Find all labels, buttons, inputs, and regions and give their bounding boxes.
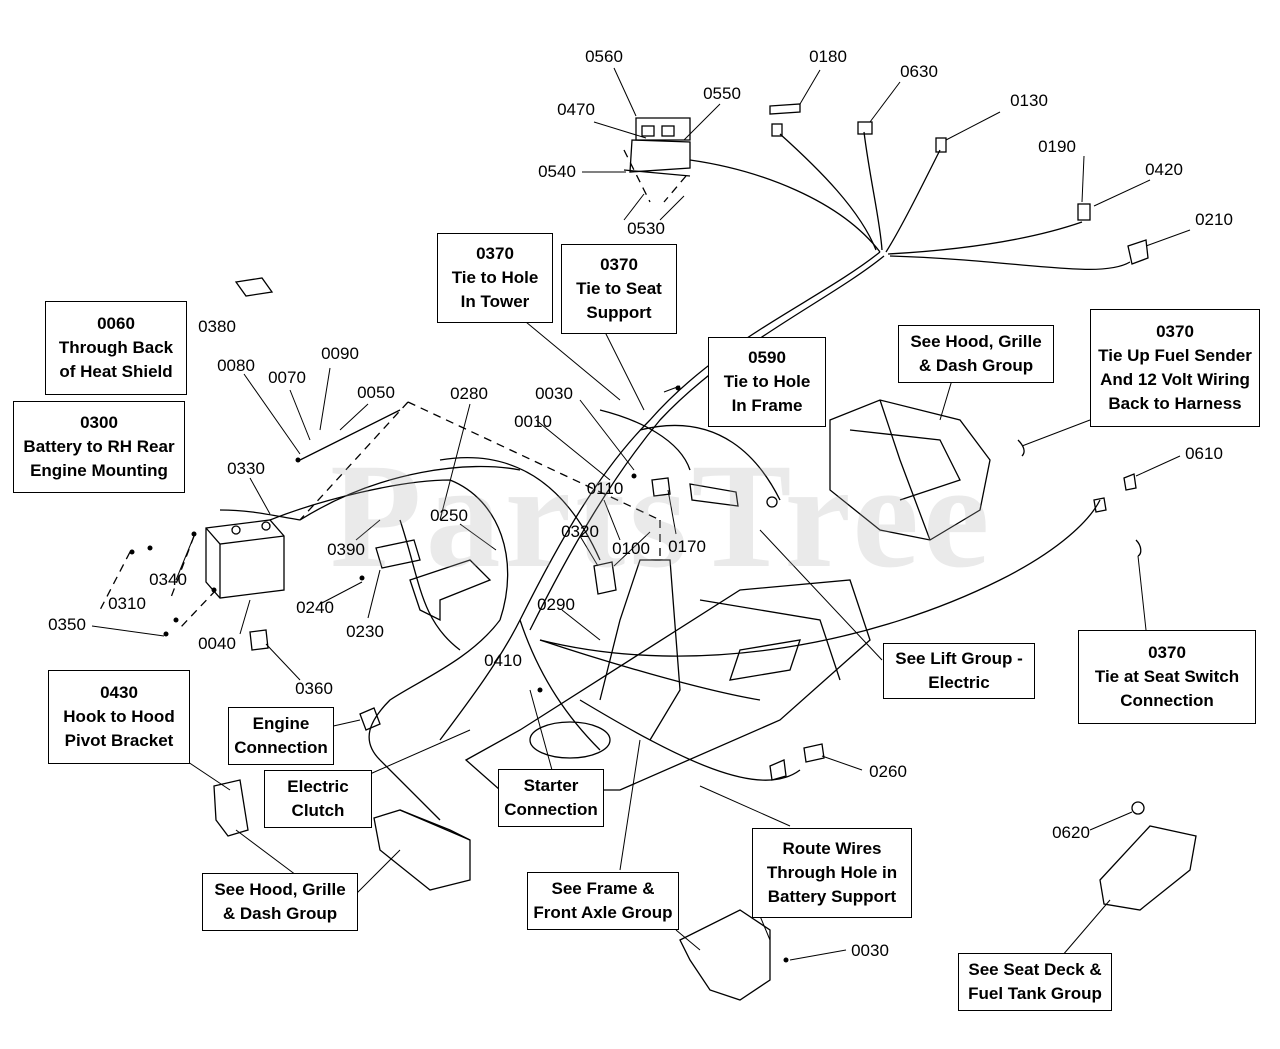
part-0170 — [651, 477, 671, 497]
part-number: 0110 — [586, 479, 624, 498]
part-number: 0630 — [900, 62, 938, 81]
part-0360 — [249, 629, 269, 651]
part-number: 0080 — [217, 356, 255, 375]
seat-deck — [1099, 825, 1197, 911]
part-number: 0070 — [268, 368, 306, 387]
connector-0180 — [771, 123, 783, 137]
fuel-cap — [1131, 801, 1145, 815]
guide-lines — [99, 149, 687, 629]
ref-route-wires: Route Wires Through Hole in Battery Supp… — [752, 828, 912, 918]
callout-battery-mount: 0300 Battery to RH Rear Engine Mounting — [13, 401, 185, 493]
part-number: 0050 — [357, 383, 395, 402]
part-number: 0540 — [538, 162, 576, 181]
part-number: 0350 — [48, 615, 86, 634]
main-harness — [219, 131, 1131, 821]
engine-plug — [359, 707, 381, 731]
part-number: 0410 — [484, 651, 522, 670]
ref-starter-connection: Starter Connection — [498, 769, 604, 827]
callout-tie-seat: 0370 Tie to Seat Support — [561, 244, 677, 334]
key-part — [769, 103, 801, 115]
part-number: 0280 — [450, 384, 488, 403]
battery-support — [679, 909, 771, 1001]
part-0380 — [234, 277, 274, 297]
part-number: 0290 — [537, 595, 575, 614]
part-number: 0550 — [703, 84, 741, 103]
part-number: 0610 — [1185, 444, 1223, 463]
part-number: 0470 — [557, 100, 595, 119]
part-number: 0330 — [227, 459, 265, 478]
part-0210 — [1127, 239, 1149, 265]
ref-hood-grille-top: See Hood, Grille & Dash Group — [898, 325, 1054, 383]
part-number: 0360 — [295, 679, 333, 698]
seat-switch-conn — [1093, 497, 1107, 513]
part-number: 0380 — [198, 317, 236, 336]
switch-0130 — [935, 137, 947, 153]
leader-lines — [91, 67, 1191, 961]
part-number: 0230 — [346, 622, 384, 641]
part-0260 — [803, 743, 825, 763]
callout-tie-frame: 0590 Tie to Hole In Frame — [708, 337, 826, 427]
part-number: 0240 — [296, 598, 334, 617]
callout-fuel-sender: 0370 Tie Up Fuel Sender And 12 Volt Wiri… — [1090, 309, 1260, 427]
part-number: 0340 — [149, 570, 187, 589]
hood-pivot-bracket — [213, 779, 249, 837]
dash-panel-upper — [829, 399, 991, 541]
part-number: 0090 — [321, 344, 359, 363]
part-number: 0320 — [561, 522, 599, 541]
part-number: 0100 — [612, 539, 650, 558]
tie-strap-seat — [1135, 539, 1142, 557]
lift-motor — [689, 483, 739, 507]
callout-tie-tower: 0370 Tie to Hole In Tower — [437, 233, 553, 323]
part-number: 0030 — [535, 384, 573, 403]
switch-panel — [623, 117, 691, 177]
watermark: PartsTree — [330, 433, 994, 599]
ref-hood-grille-bottom: See Hood, Grille & Dash Group — [202, 873, 358, 931]
bracket-0230 — [375, 539, 421, 569]
bracket-0250 — [409, 559, 492, 622]
ref-frame-axle: See Frame & Front Axle Group — [527, 872, 679, 930]
callout-hood-pivot: 0430 Hook to Hood Pivot Bracket — [48, 670, 190, 764]
part-number: 0620 — [1052, 823, 1090, 842]
part-number: 0040 — [198, 634, 236, 653]
part-0190 — [1077, 203, 1091, 221]
part-number: 0170 — [668, 537, 706, 556]
part-number: 0130 — [1010, 91, 1048, 110]
tie-strap-right — [1017, 439, 1025, 457]
battery — [205, 519, 285, 599]
grille-part — [373, 809, 471, 891]
ref-electric-clutch: Electric Clutch — [264, 770, 372, 828]
part-number: 0180 — [809, 47, 847, 66]
part-0610 — [1123, 473, 1137, 491]
callout-seat-switch: 0370 Tie at Seat Switch Connection — [1078, 630, 1256, 724]
part-number: 0260 — [869, 762, 907, 781]
grille-edge — [399, 809, 471, 841]
ring-terminal — [766, 496, 778, 508]
part-number: 0310 — [108, 594, 146, 613]
part-number: 0010 — [514, 412, 552, 431]
switch-0100 — [593, 561, 617, 595]
callout-heat-shield: 0060 Through Back of Heat Shield — [45, 301, 187, 395]
part-number: 0210 — [1195, 210, 1233, 229]
hardware-dots — [129, 385, 789, 963]
part-number: 0250 — [430, 506, 468, 525]
part-number: 0560 — [585, 47, 623, 66]
ref-lift-group: See Lift Group - Electric — [883, 643, 1035, 699]
ref-seat-deck: See Seat Deck & Fuel Tank Group — [958, 953, 1112, 1011]
switch-0630 — [857, 121, 873, 135]
starter-plug — [769, 759, 787, 781]
part-number: 0030 — [851, 941, 889, 960]
part-number: 0190 — [1038, 137, 1076, 156]
ref-engine-connection: Engine Connection — [228, 707, 334, 765]
part-number: 0420 — [1145, 160, 1183, 179]
part-number: 0390 — [327, 540, 365, 559]
part-number: 0530 — [627, 219, 665, 238]
